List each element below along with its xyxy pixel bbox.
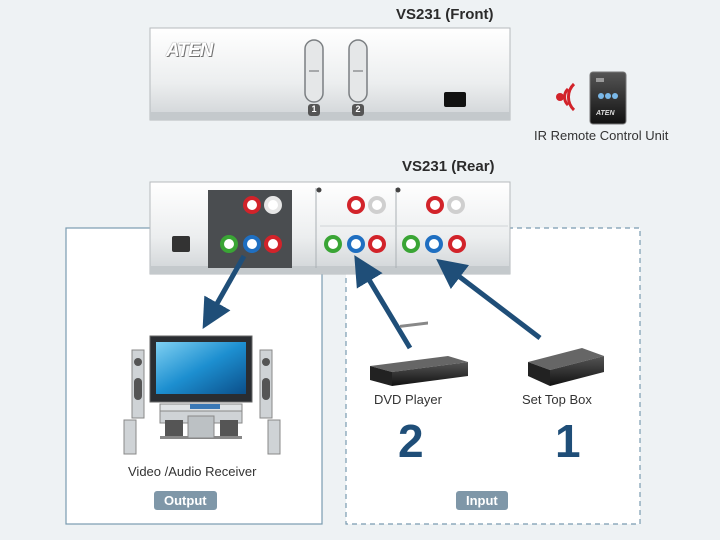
front-button-1-label: 1 (311, 104, 317, 114)
set-top-box-caption: Set Top Box (522, 392, 592, 407)
dvd-player-icon (370, 321, 468, 386)
rear-title: VS231 (Rear) (402, 158, 495, 175)
front-button-1[interactable] (304, 39, 324, 116)
dvd-player-caption: DVD Player (374, 392, 442, 407)
vs231-front-unit (149, 27, 511, 121)
front-title: VS231 (Front) (396, 6, 494, 23)
power-jack (172, 236, 190, 252)
output-badge: Output (154, 491, 217, 510)
dvd-player-number: 2 (398, 415, 424, 467)
remote-caption: IR Remote Control Unit (534, 128, 669, 143)
aten-logo-remote: ATEN (596, 110, 615, 117)
vs231-rear-unit (149, 181, 511, 275)
set-top-box-number: 1 (555, 415, 581, 467)
remote-control-icon (589, 71, 627, 125)
home-theater-icon (123, 335, 281, 455)
input-1-connectors (402, 196, 466, 253)
set-top-box-icon (528, 348, 604, 386)
output-device-caption: Video /Audio Receiver (128, 464, 257, 479)
arrow-output-to-receiver (202, 254, 247, 330)
arrow-dvd-to-input-2 (354, 255, 413, 350)
front-button-2[interactable] (348, 39, 368, 116)
aten-logo-front: ATEN (166, 40, 213, 61)
arrow-settop-to-input-1 (436, 258, 542, 340)
input-badge: Input (456, 491, 508, 510)
ir-receiver-window (444, 92, 466, 107)
front-button-2-label: 2 (355, 104, 361, 114)
ir-signal-icon (556, 82, 576, 112)
output-connectors (220, 196, 282, 253)
input-2-connectors (324, 196, 386, 253)
